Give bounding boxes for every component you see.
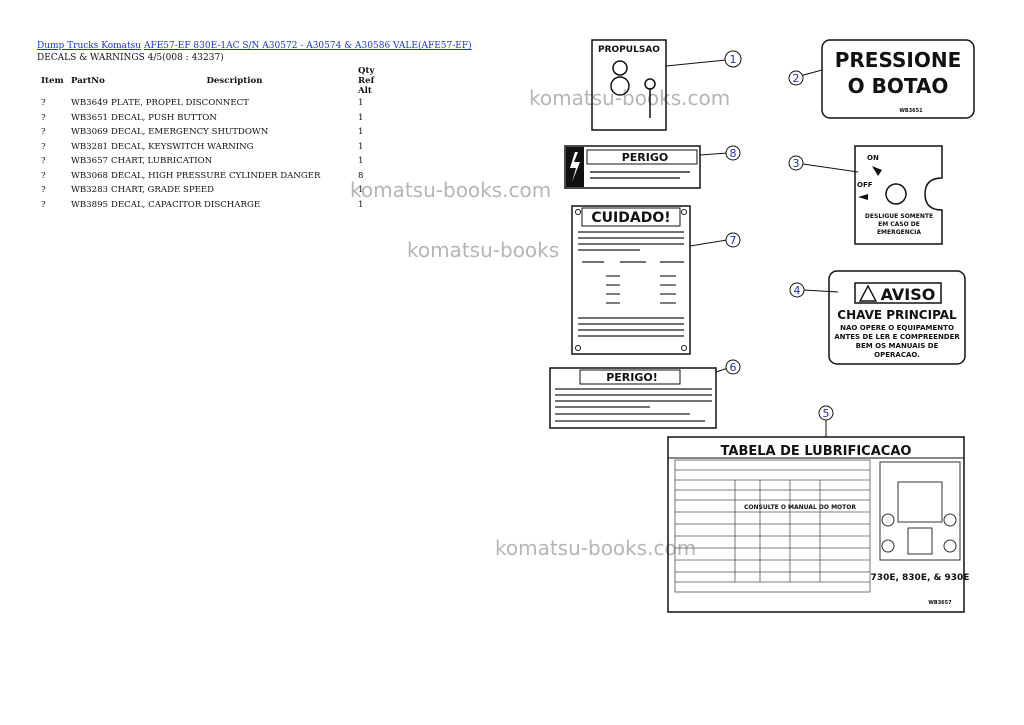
cell-description: PLATE, PROPEL DISCONNECT — [111, 98, 249, 109]
cell-item: ? — [41, 127, 46, 138]
desligue-line2: EM CASO DE — [878, 221, 920, 228]
cell-partno: WB3068 — [71, 170, 109, 181]
cell-partno: WB3281 — [71, 141, 109, 152]
header-description: Description — [206, 76, 263, 86]
desligue-line1: DESLIGUE SOMENTE — [865, 213, 933, 220]
cuidado-label: CUIDADO! — [591, 210, 670, 226]
aviso-line3: ANTES DE LER E COMPREENDER — [834, 333, 960, 341]
cell-partno: WB3895 — [71, 199, 109, 210]
emergency-shutdown-decal: ON OFF DESLIGUE SOMENTE EM CASO DE EMERG… — [802, 145, 943, 245]
cell-partno: WB3651 — [71, 112, 109, 123]
cell-description: DECAL, HIGH PRESSURE CYLINDER DANGER — [111, 170, 321, 181]
cell-partno: WB3649 — [71, 98, 109, 109]
table-header-row: Item PartNo Description Qty Ref Alt — [37, 66, 378, 96]
lubrication-chart: TABELA DE LUBRIFICACAO CONSULTE O MANUAL… — [667, 420, 970, 613]
callout-2: 2 — [793, 72, 800, 85]
cell-qty: 1 — [358, 98, 364, 109]
cell-item: ? — [41, 170, 46, 181]
cell-description: DECAL, KEYSWITCH WARNING — [111, 141, 254, 152]
pressione-decal: PRESSIONE O BOTAO WB3651 — [799, 39, 975, 119]
aviso-line2: NAO OPERE O EQUIPAMENTO — [840, 324, 954, 332]
watermark: komatsu-books.com — [495, 536, 697, 560]
off-label: OFF — [857, 181, 873, 189]
cell-qty: 1 — [358, 127, 364, 138]
aviso-label: AVISO — [881, 285, 936, 304]
breadcrumb: Dump Trucks Komatsu AFE57-EF 830E-1AC S/… — [37, 40, 472, 52]
cell-qty: 1 — [358, 156, 364, 167]
cell-description: CHART, GRADE SPEED — [111, 185, 215, 196]
perigo-small-decal: PERIGO — [564, 145, 729, 189]
breadcrumb-link-dump-trucks[interactable]: Dump Trucks Komatsu — [37, 41, 142, 51]
consulte-label: CONSULTE O MANUAL DO MOTOR — [744, 504, 856, 511]
callout-5: 5 — [823, 407, 830, 420]
cell-qty: 1 — [358, 199, 364, 210]
pressione-line2: O BOTAO — [848, 74, 949, 98]
pressione-code: WB3651 — [899, 108, 923, 114]
cell-description: DECAL, PUSH BUTTON — [111, 112, 217, 123]
models-label: 730E, 830E, & 930E — [871, 573, 970, 583]
aviso-decal: AVISO CHAVE PRINCIPAL NAO OPERE O EQUIPA… — [803, 270, 966, 365]
watermark: komatsu-books.com — [350, 178, 552, 202]
cell-qty: 1 — [358, 112, 364, 123]
callout-4: 4 — [794, 284, 801, 297]
header-item: Item — [41, 76, 64, 86]
cell-description: DECAL, CAPACITOR DISCHARGE — [111, 199, 261, 210]
propulsao-plate: PROPULSAO — [591, 39, 727, 131]
cell-description: CHART, LUBRICATION — [111, 156, 213, 167]
cell-description: DECAL, EMERGENCY SHUTDOWN — [111, 127, 269, 138]
cell-item: ? — [41, 185, 46, 196]
cuidado-decal: CUIDADO! — [571, 205, 728, 355]
callout-1: 1 — [730, 53, 737, 66]
cell-item: ? — [41, 98, 46, 109]
callouts: 1 2 3 4 5 6 7 8 — [724, 50, 834, 421]
aviso-line5: OPERACAO. — [874, 351, 920, 359]
cell-item: ? — [41, 112, 46, 123]
lub-code: WB3657 — [928, 600, 952, 606]
cell-qty: 1 — [358, 141, 364, 152]
cell-item: ? — [41, 141, 46, 152]
aviso-line1: CHAVE PRINCIPAL — [837, 308, 957, 322]
cell-partno: WB3283 — [71, 185, 109, 196]
cell-item: ? — [41, 199, 46, 210]
parts-table: Item PartNo Description Qty Ref Alt ? WB3… — [37, 66, 378, 212]
perigo-cylinder-decal: PERIGO! — [549, 367, 729, 429]
watermark: komatsu-books — [407, 238, 560, 262]
perigo-small-label: PERIGO — [622, 151, 669, 164]
cell-item: ? — [41, 156, 46, 167]
header-qty: Qty Ref Alt — [358, 66, 375, 96]
callout-3: 3 — [793, 157, 800, 170]
cell-qty: 8 — [358, 170, 364, 181]
perigo2-label: PERIGO! — [606, 371, 658, 384]
pressione-line1: PRESSIONE — [835, 48, 961, 72]
cell-partno: WB3657 — [71, 156, 109, 167]
cell-partno: WB3069 — [71, 127, 109, 138]
callout-7: 7 — [730, 234, 737, 247]
aviso-line4: BEM OS MANUAIS DE — [856, 342, 939, 350]
page-subtitle: DECALS & WARNINGS 4/5(008 : 43237) — [37, 53, 224, 63]
header-partno: PartNo — [71, 76, 105, 86]
tabela-title: TABELA DE LUBRIFICACAO — [721, 444, 912, 459]
propulsao-label: PROPULSAO — [598, 45, 660, 55]
callout-6: 6 — [730, 361, 737, 374]
callout-8: 8 — [730, 147, 737, 160]
watermark: komatsu-books.com — [529, 86, 731, 110]
cell-qty: 1 — [358, 185, 364, 196]
desligue-line3: EMERGENCIA — [877, 229, 921, 236]
breadcrumb-link-model[interactable]: AFE57-EF 830E-1AC S/N A30572 - A30574 & … — [143, 41, 472, 51]
on-label: ON — [867, 154, 879, 162]
